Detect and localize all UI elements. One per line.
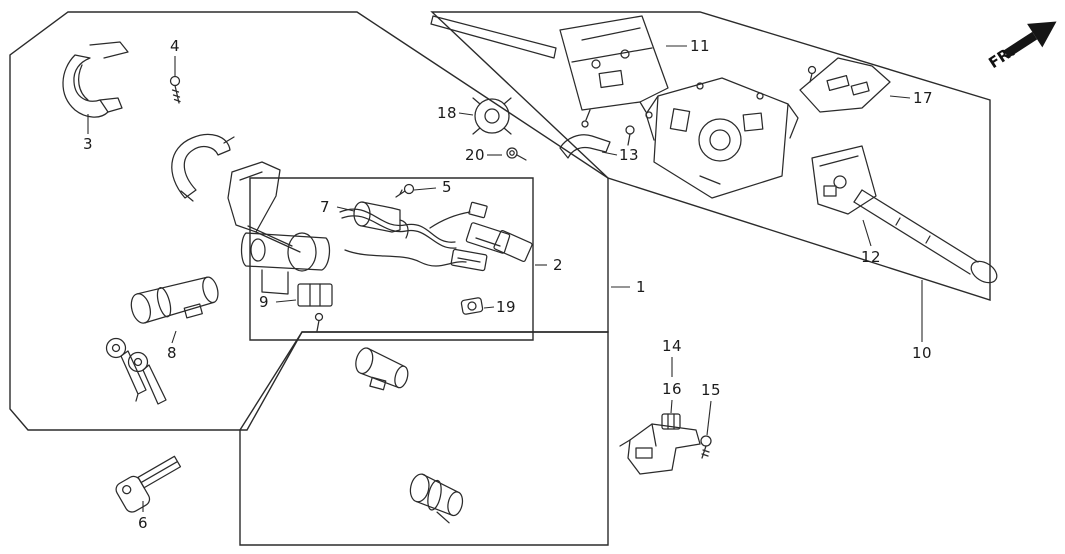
part-label-17: 17 (912, 89, 934, 107)
spare-cylinder-upper-sketch (355, 347, 409, 391)
part-15-sketch (700, 435, 712, 459)
part-9-sketch (297, 283, 333, 332)
spare-cylinder-lower-sketch (409, 473, 464, 524)
part-label-7: 7 (319, 198, 331, 216)
part-10-sketch (853, 189, 998, 284)
part-14-sketch (619, 423, 701, 475)
right-assembly-outline (430, 11, 991, 301)
part-19-sketch (460, 297, 484, 315)
part-label-15: 15 (700, 381, 722, 399)
part-label-16: 16 (661, 380, 683, 398)
part-6-sketch (115, 455, 182, 513)
part-label-3: 3 (82, 135, 94, 153)
part-3-sketch (62, 41, 129, 118)
part-label-8: 8 (166, 344, 178, 362)
part-5-sketch (395, 183, 415, 198)
part-label-14: 14 (661, 337, 683, 355)
leader-lines (87, 45, 923, 512)
part-label-4: 4 (169, 37, 181, 55)
combination-switch-base-sketch (645, 77, 799, 199)
left-assembly-outline (9, 11, 609, 431)
part-label-2: 2 (552, 256, 564, 274)
part-label-5: 5 (441, 178, 453, 196)
part-11-sketch (430, 15, 669, 128)
part-4-sketch (169, 75, 181, 104)
part-8-sketch (105, 276, 219, 405)
lower-box-outline (239, 331, 609, 546)
part-13-sketch (559, 125, 635, 159)
part-label-11: 11 (689, 37, 711, 55)
part-17-sketch (799, 57, 891, 113)
part-label-19: 19 (495, 298, 517, 316)
steering-lock-body-sketch (227, 161, 331, 295)
part-label-20: 20 (464, 146, 486, 164)
part-2-harness-sketch (339, 201, 533, 272)
holder-clamp-sketch (171, 133, 235, 202)
part-label-18: 18 (436, 104, 458, 122)
part-label-10: 10 (911, 344, 933, 362)
part-label-12: 12 (860, 248, 882, 266)
part-12-sketch (811, 145, 877, 215)
part-16-sketch (661, 413, 681, 430)
fr-arrow-icon (1003, 21, 1057, 58)
harness-box-outline (249, 177, 534, 341)
part-label-9: 9 (258, 293, 270, 311)
part-label-1: 1 (635, 278, 647, 296)
part-label-6: 6 (137, 514, 149, 532)
part-label-13: 13 (618, 146, 640, 164)
assembly-outlines (9, 11, 991, 546)
part-18-sketch (472, 97, 512, 135)
part-20-sketch (506, 147, 527, 161)
